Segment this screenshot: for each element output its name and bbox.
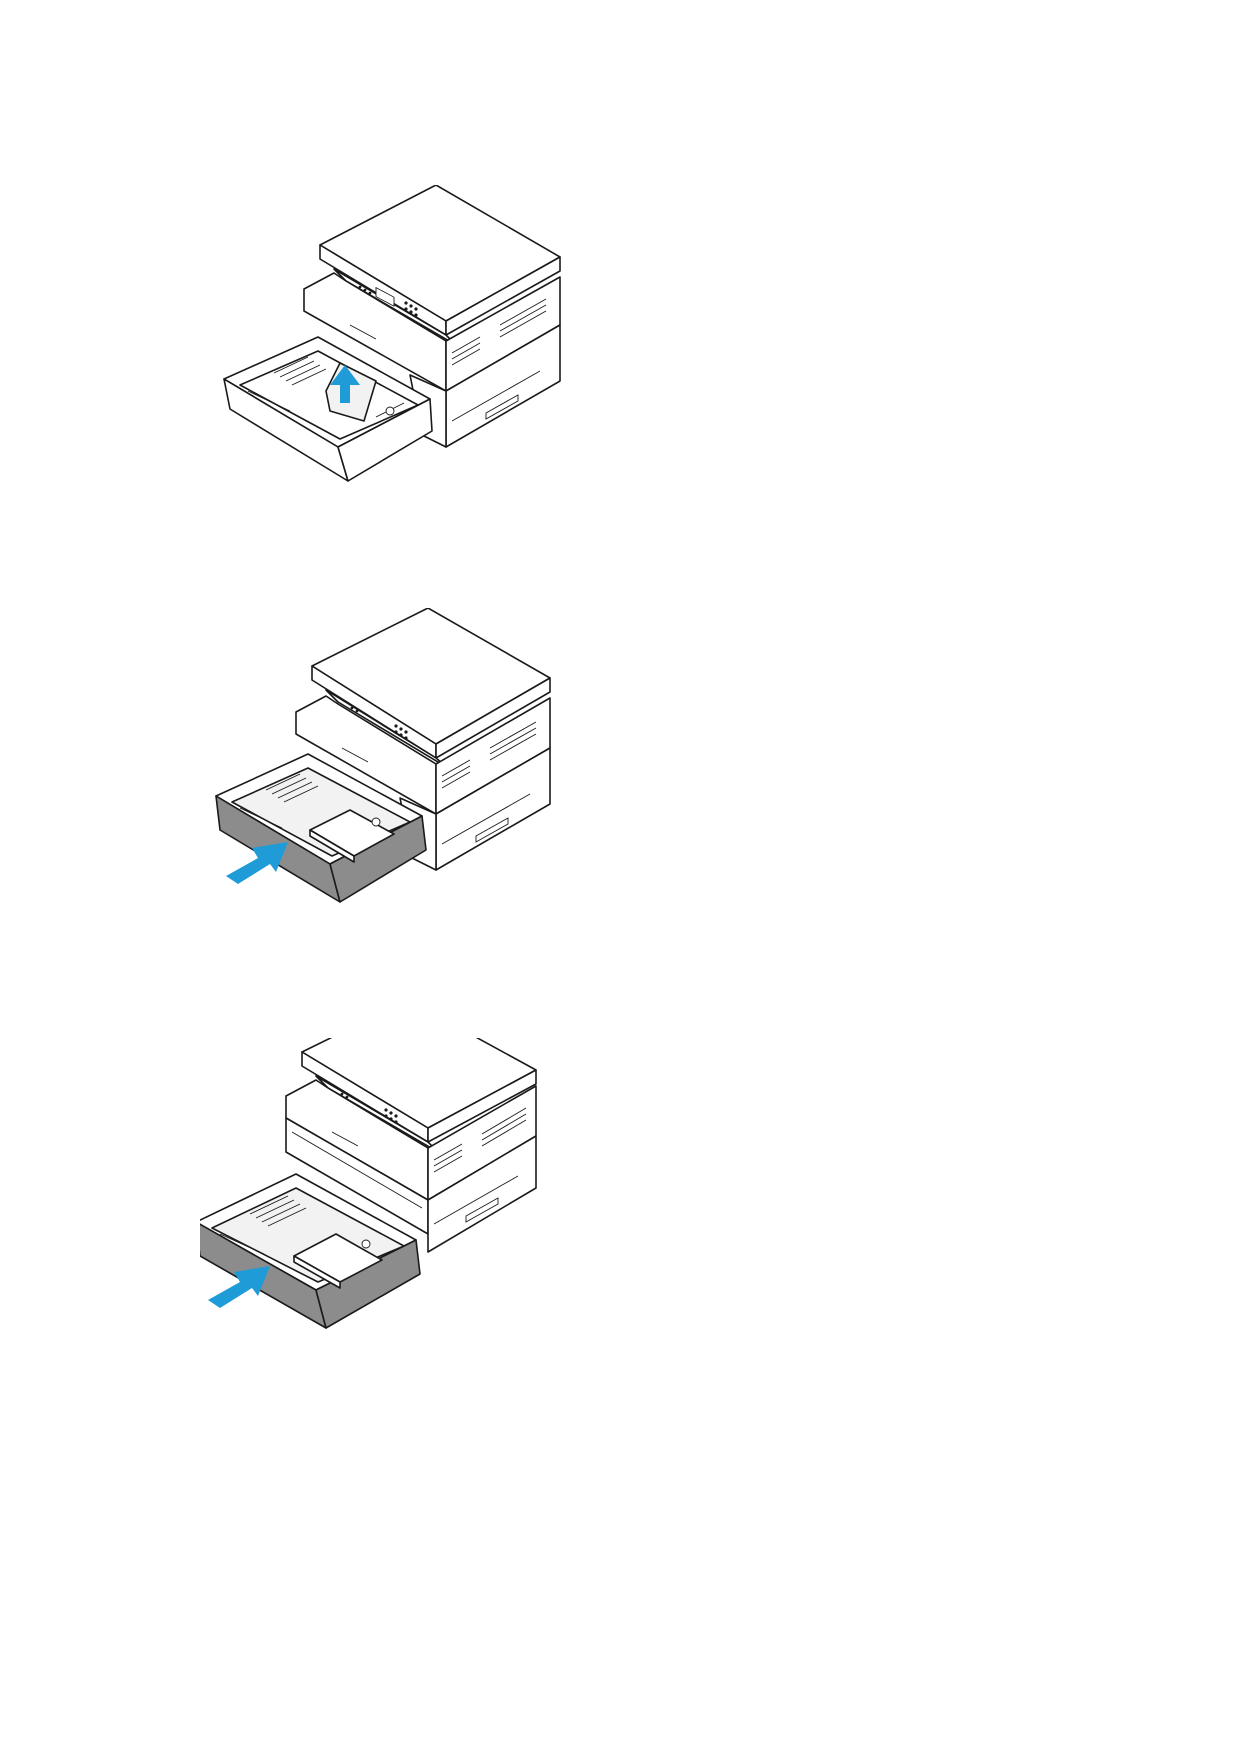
figure-push-tray-in — [200, 608, 640, 968]
figure-push-tray-in — [200, 1038, 640, 1398]
keypad-icon — [340, 1092, 398, 1124]
figure-remove-jammed-paper — [200, 185, 640, 545]
keypad-icon — [358, 285, 418, 317]
keypad-icon — [350, 706, 408, 740]
printer-illustration — [215, 608, 551, 903]
right-arrow-icon — [226, 842, 288, 884]
printer-illustration — [223, 185, 561, 482]
right-arrow-icon — [208, 1266, 270, 1308]
printer-illustration — [200, 1038, 537, 1329]
up-arrow-icon — [330, 365, 360, 403]
